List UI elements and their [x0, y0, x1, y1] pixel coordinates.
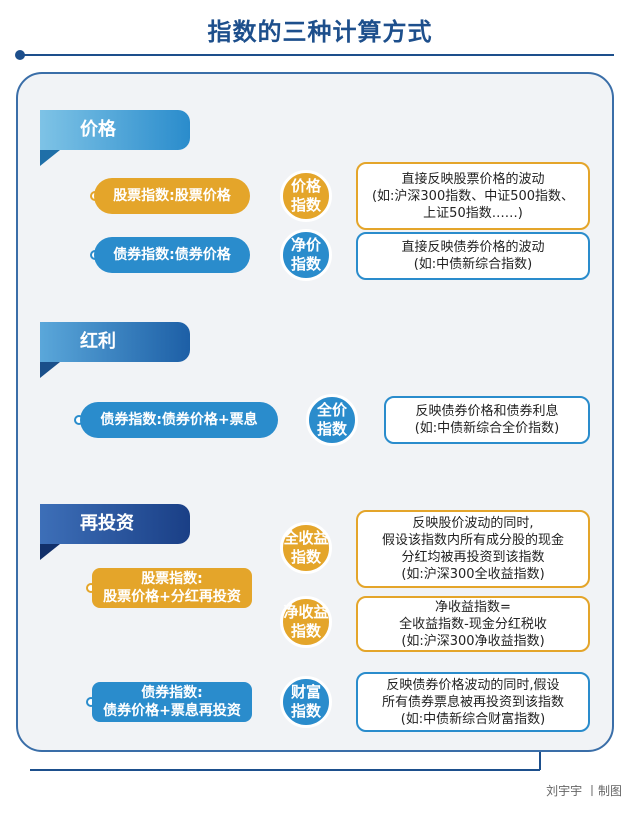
credit-text: 刘宇宇 丨制图: [546, 784, 622, 798]
section-heading-fold: [40, 362, 60, 378]
section-heading-reinvest: 再投资: [40, 504, 190, 544]
section-heading-dividend: 红利: [40, 322, 190, 362]
full-price-index-desc: 反映债券价格和债券利息 (如:中债新综合全价指数): [384, 396, 590, 444]
section-heading-price: 价格: [40, 110, 190, 150]
full-price-index-circle: 全价 指数: [306, 394, 358, 446]
wealth-index-desc: 反映债券价格波动的同时,假设 所有债券票息被再投资到该指数 (如:中债新综合财富…: [356, 672, 590, 732]
total-return-index-circle: 全收益 指数: [280, 522, 332, 574]
section-heading-fold: [40, 544, 60, 560]
bond-reinvest-pill: 债券指数: 债券价格+票息再投资: [92, 682, 252, 722]
clean-price-index-desc: 直接反映债券价格的波动 (如:中债新综合指数): [356, 232, 590, 280]
total-return-index-desc: 反映股价波动的同时, 假设该指数内所有成分股的现金 分红均被再投资到该指数 (如…: [356, 510, 590, 588]
price-index-desc: 直接反映股票价格的波动 (如:沪深300指数、中证500指数、 上证50指数………: [356, 162, 590, 230]
price-index-circle: 价格 指数: [280, 170, 332, 222]
net-return-index-circle: 净收益 指数: [280, 596, 332, 648]
top-line-dot: [15, 50, 25, 60]
clean-price-index-circle: 净价 指数: [280, 229, 332, 281]
page-title: 指数的三种计算方式: [207, 18, 433, 46]
section-heading-fold: [40, 150, 60, 166]
net-return-index-desc: 净收益指数= 全收益指数-现金分红税收 (如:沪深300净收益指数): [356, 596, 590, 652]
bond-price-pill: 债券指数:债券价格: [94, 237, 250, 273]
bond-full-price-pill: 债券指数:债券价格+票息: [80, 402, 278, 438]
stock-price-pill: 股票指数:股票价格: [94, 178, 250, 214]
stock-reinvest-pill: 股票指数: 股票价格+分红再投资: [92, 568, 252, 608]
wealth-index-circle: 财富 指数: [280, 676, 332, 728]
